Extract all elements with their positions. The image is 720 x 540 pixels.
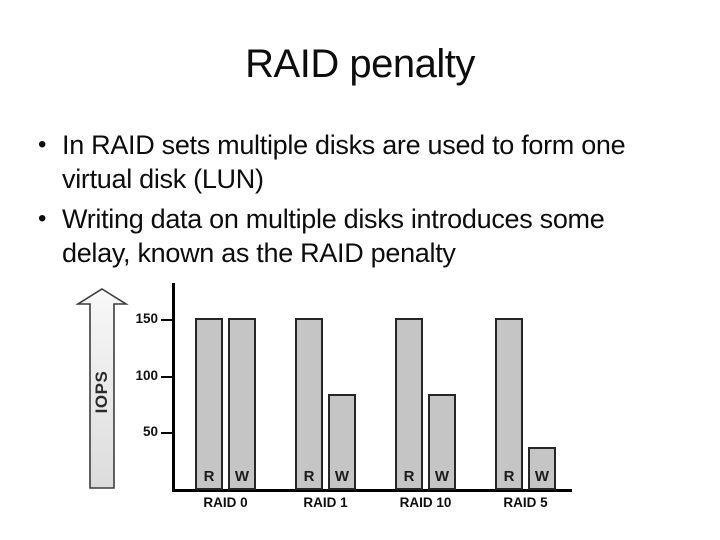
bar-series-letter: R [503,467,515,485]
y-tick-mark-150 [161,319,173,322]
y-axis-line [172,283,175,491]
bullet-text: In RAID sets multiple disks are used to … [62,128,626,196]
bar-raid-0-w: W [228,318,256,490]
bar-series-letter: W [234,467,250,485]
bar-series-letter: W [434,467,450,485]
bullet-text: Writing data on multiple disks introduce… [62,202,605,270]
x-category-label-raid-10: RAID 10 [399,495,452,510]
bar-series-letter: W [334,467,350,485]
bullet-line: delay, known as the RAID penalty [62,238,456,268]
y-tick-label-150: 150 [135,311,158,327]
y-tick-mark-50 [161,432,173,435]
bar-raid-10-r: R [395,318,423,490]
bullet-line: Writing data on multiple disks introduce… [62,204,605,234]
bar-series-letter: R [403,467,415,485]
bar-series-letter: R [303,467,315,485]
bullet-line: In RAID sets multiple disks are used to … [62,130,626,160]
bar-series-letter: R [203,467,215,485]
bullet-marker-icon: • [38,205,47,232]
bullet-marker-icon: • [38,131,47,158]
x-category-label-raid-5: RAID 5 [503,495,548,510]
bar-raid-5-w: W [528,447,556,490]
y-tick-label-100: 100 [135,367,158,383]
bullet-line: virtual disk (LUN) [62,164,264,194]
y-tick-label-50: 50 [142,424,158,440]
bar-raid-10-w: W [428,393,456,490]
bar-raid-1-w: W [328,393,356,490]
bar-raid-1-r: R [295,318,323,490]
bar-series-letter: W [534,467,550,485]
x-axis-line [172,489,572,492]
bullet-item: • In RAID sets multiple disks are used t… [38,128,698,196]
up-arrow-icon [75,288,129,489]
y-axis-label: IOPS [92,370,111,414]
bar-raid-0-r: R [195,318,223,490]
x-category-label-raid-0: RAID 0 [203,495,248,510]
x-category-label-raid-1: RAID 1 [303,495,348,510]
y-tick-mark-100 [161,375,173,378]
bullet-list: • In RAID sets multiple disks are used t… [38,128,698,276]
bar-raid-5-r: R [495,318,523,490]
bullet-item: • Writing data on multiple disks introdu… [38,202,698,270]
page-title: RAID penalty [245,42,475,86]
